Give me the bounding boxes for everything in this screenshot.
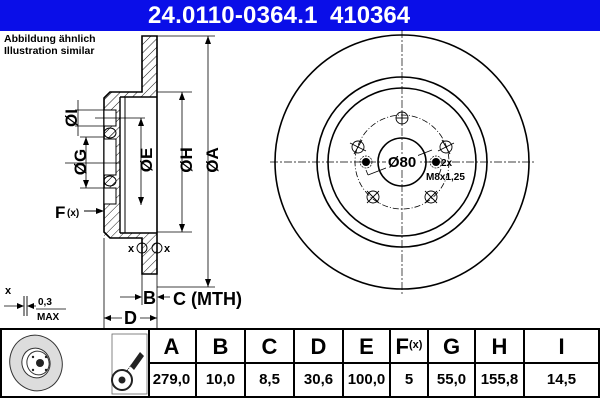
header-f: F(x): [391, 330, 427, 364]
value-c: 8,5: [259, 371, 280, 388]
value-h: 155,8: [480, 371, 519, 388]
value-f: 5: [404, 371, 414, 388]
col-g: G 55,0: [429, 330, 476, 396]
label-dia-i: ØI: [62, 109, 81, 127]
thread-count-label: 2x: [441, 158, 453, 169]
thread-spec-label: M8x1,25: [426, 172, 465, 183]
header-f-label: F: [395, 334, 409, 359]
col-f: F(x) 5: [391, 330, 429, 396]
header-h: H: [476, 330, 523, 364]
value-i: 14,5: [546, 371, 577, 388]
col-c: C 8,5: [246, 330, 295, 396]
title-bar: 24.0110-0364.1 410364: [0, 0, 600, 31]
col-h: H 155,8: [476, 330, 525, 396]
runout-max-label: MAX: [37, 312, 60, 323]
label-dia-e: ØE: [137, 148, 156, 173]
label-dia-g: ØG: [71, 149, 90, 175]
center-bore-label: Ø80: [388, 154, 416, 171]
reference-number: 410364: [330, 2, 411, 29]
label-dia-h: ØH: [177, 147, 196, 173]
note-german: Abbildung ähnlich: [4, 33, 96, 45]
header-f-sub: (x): [409, 339, 423, 351]
header-c: C: [246, 330, 293, 364]
col-e: E 100,0: [344, 330, 391, 396]
label-f: F: [55, 203, 65, 222]
dimension-table: A 279,0 B 10,0 C 8,5 D 30,6 E 100,0 F(x)…: [0, 328, 600, 398]
header-i: I: [525, 330, 598, 364]
runout-value: 0,3: [38, 297, 52, 308]
header-e: E: [344, 330, 389, 364]
col-b: B 10,0: [197, 330, 246, 396]
illustration-note: Abbildung ähnlich Illustration similar: [4, 33, 96, 57]
col-a: A 279,0: [148, 330, 197, 396]
value-g: 55,0: [436, 371, 467, 388]
runout-x-label: x: [5, 285, 12, 297]
label-f-sub: (x): [67, 208, 79, 219]
header-a: A: [148, 330, 195, 364]
note-english: Illustration similar: [4, 45, 95, 57]
label-b: B: [143, 288, 156, 308]
technical-drawing: ØI ØG ØE ØH ØA F (x) x x B C (MTH) D x 0…: [4, 30, 534, 330]
header-d: D: [295, 330, 342, 364]
value-b: 10,0: [205, 371, 236, 388]
col-d: D 30,6: [295, 330, 344, 396]
header-g: G: [429, 330, 474, 364]
value-a: 279,0: [152, 371, 191, 388]
label-c-mth: C (MTH): [173, 289, 242, 309]
value-d: 30,6: [303, 371, 334, 388]
label-x-right: x: [164, 243, 171, 255]
product-thumbnail: [2, 330, 150, 396]
part-number: 24.0110-0364.1: [148, 2, 318, 29]
front-view: Ø80 2x M8x1,25: [270, 30, 534, 294]
value-e: 100,0: [347, 371, 386, 388]
label-dia-a: ØA: [203, 147, 222, 173]
brake-disc-thumbnail-icon: [9, 333, 148, 395]
header-b: B: [197, 330, 244, 364]
label-d: D: [124, 308, 137, 328]
label-x-left: x: [128, 243, 135, 255]
col-i: I 14,5: [525, 330, 598, 396]
section-view: ØI ØG ØE ØH ØA F (x) x x B C (MTH) D x 0…: [4, 35, 242, 330]
